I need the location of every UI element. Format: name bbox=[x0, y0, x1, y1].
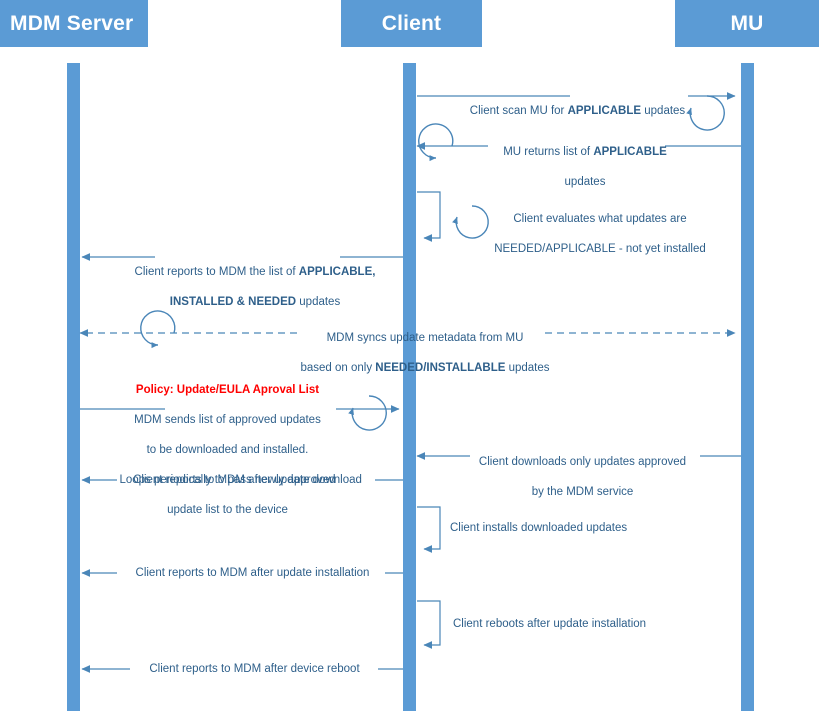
msg6-line-4: update list to the device bbox=[167, 504, 288, 516]
lifeline-mu bbox=[741, 63, 754, 711]
message-label-11: Client reboots after update installation bbox=[453, 618, 647, 630]
msg4-part-4: updates bbox=[296, 296, 341, 308]
actor-header-client: Client bbox=[341, 0, 482, 47]
msg1-part-1: Client scan MU for bbox=[469, 105, 568, 117]
msg2-part-2-bold: APPLICABLE bbox=[593, 146, 667, 158]
msg4-part-3-bold: INSTALLED & NEEDED bbox=[169, 296, 297, 308]
msg6-line-3: Loops periodically to pass newly approve… bbox=[119, 474, 336, 486]
message-label-2: MU returns list of APPLICABLE updates bbox=[470, 130, 700, 205]
message-label-1: Client scan MU for APPLICABLE updates bbox=[455, 89, 700, 119]
msg2-line-1: MU returns list of APPLICABLE bbox=[470, 145, 700, 160]
policy-annotation-label: Policy: Update/EULA Aproval List bbox=[135, 384, 320, 396]
arrow-msg-11-client-reboots bbox=[417, 600, 441, 649]
actor-label-mdm-server: MDM Server bbox=[10, 11, 134, 35]
msg1-part-3: updates bbox=[641, 105, 686, 117]
msg2-line-2: updates bbox=[564, 176, 606, 188]
actor-label-client: Client bbox=[381, 11, 442, 35]
message-label-8: Client reports to MDM after update downl… bbox=[133, 474, 362, 486]
msg1-part-2-bold: APPLICABLE bbox=[567, 105, 642, 117]
message-label-12: Client reports to MDM after device reboo… bbox=[149, 663, 360, 675]
msg6-line-1: MDM sends list of approved updates bbox=[134, 414, 321, 426]
msg5-part-3: updates bbox=[505, 362, 550, 374]
msg5-part-1: based on only bbox=[300, 362, 376, 374]
msg4-part-1: Client reports to MDM the list of bbox=[134, 266, 299, 278]
msg3-line-2: NEEDED/APPLICABLE - not yet installed bbox=[494, 243, 706, 255]
msg5-line-1: MDM syncs update metadata from MU bbox=[326, 332, 524, 344]
actor-label-mu: MU bbox=[730, 11, 764, 35]
message-label-3: Client evaluates what updates are NEEDED… bbox=[480, 197, 720, 272]
self-loop-icon-msg-2 bbox=[418, 123, 454, 162]
msg4-part-2-bold: APPLICABLE, bbox=[298, 266, 376, 278]
message-label-5: MDM syncs update metadata from MU based … bbox=[290, 316, 560, 391]
msg4-line-2: INSTALLED & NEEDED updates bbox=[110, 295, 400, 310]
msg7-line-1: Client downloads only updates approved bbox=[478, 456, 687, 468]
msg4-line-1: Client reports to MDM the list of APPLIC… bbox=[110, 265, 400, 280]
message-label-7: Client downloads only updates approved b… bbox=[455, 440, 710, 515]
msg5-line-2: based on only NEEDED/INSTALLABLE updates bbox=[290, 361, 560, 376]
msg7-line-2: by the MDM service bbox=[531, 486, 634, 498]
message-label-10: Client reports to MDM after update insta… bbox=[135, 567, 370, 579]
msg5-part-2-bold: NEEDED/INSTALLABLE bbox=[375, 362, 506, 374]
actor-header-mdm-server: MDM Server bbox=[0, 0, 148, 47]
lifeline-mdm-server bbox=[67, 63, 80, 711]
lifeline-client bbox=[403, 63, 416, 711]
message-label-9: Client installs downloaded updates bbox=[450, 522, 628, 534]
msg6-line-2: to be downloaded and installed. bbox=[146, 444, 309, 456]
message-label-4: Client reports to MDM the list of APPLIC… bbox=[110, 250, 400, 325]
message-label-6: Policy: Update/EULA Aproval List MDM sen… bbox=[95, 368, 360, 533]
msg3-line-1: Client evaluates what updates are bbox=[513, 213, 687, 225]
msg2-part-1: MU returns list of bbox=[503, 146, 594, 158]
actor-header-mu: MU bbox=[675, 0, 819, 47]
arrow-msg-9-client-installs-updates bbox=[417, 506, 441, 553]
